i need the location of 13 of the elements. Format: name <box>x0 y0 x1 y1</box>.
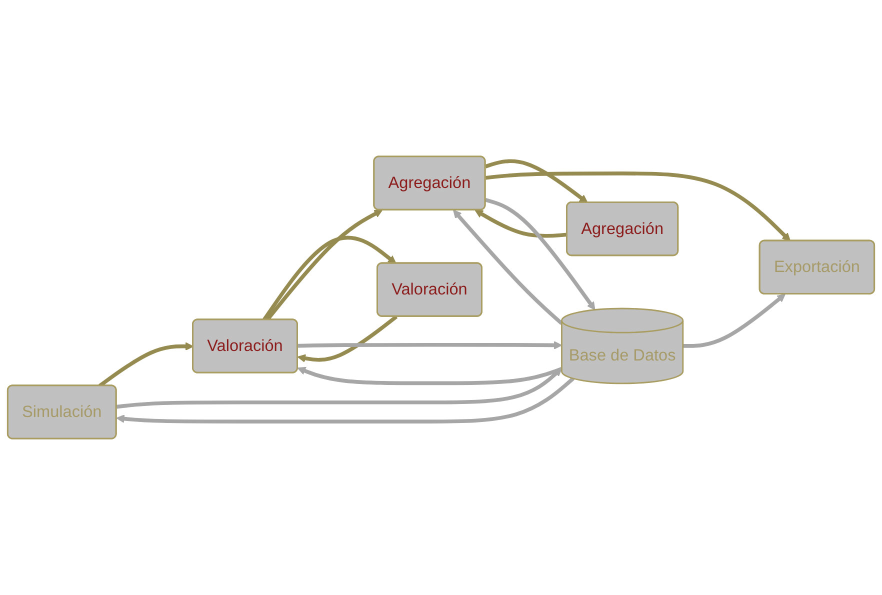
arrow <box>298 341 562 350</box>
arrow <box>453 210 563 325</box>
arrow <box>116 368 562 409</box>
arrow <box>485 172 791 242</box>
arrow <box>485 198 596 310</box>
arrow <box>116 377 574 424</box>
arrow <box>262 236 396 321</box>
arrow <box>297 315 398 362</box>
arrow <box>98 342 194 388</box>
arrow <box>484 159 588 204</box>
arrow <box>474 210 568 238</box>
arrow <box>297 366 562 386</box>
arrow <box>682 294 786 348</box>
